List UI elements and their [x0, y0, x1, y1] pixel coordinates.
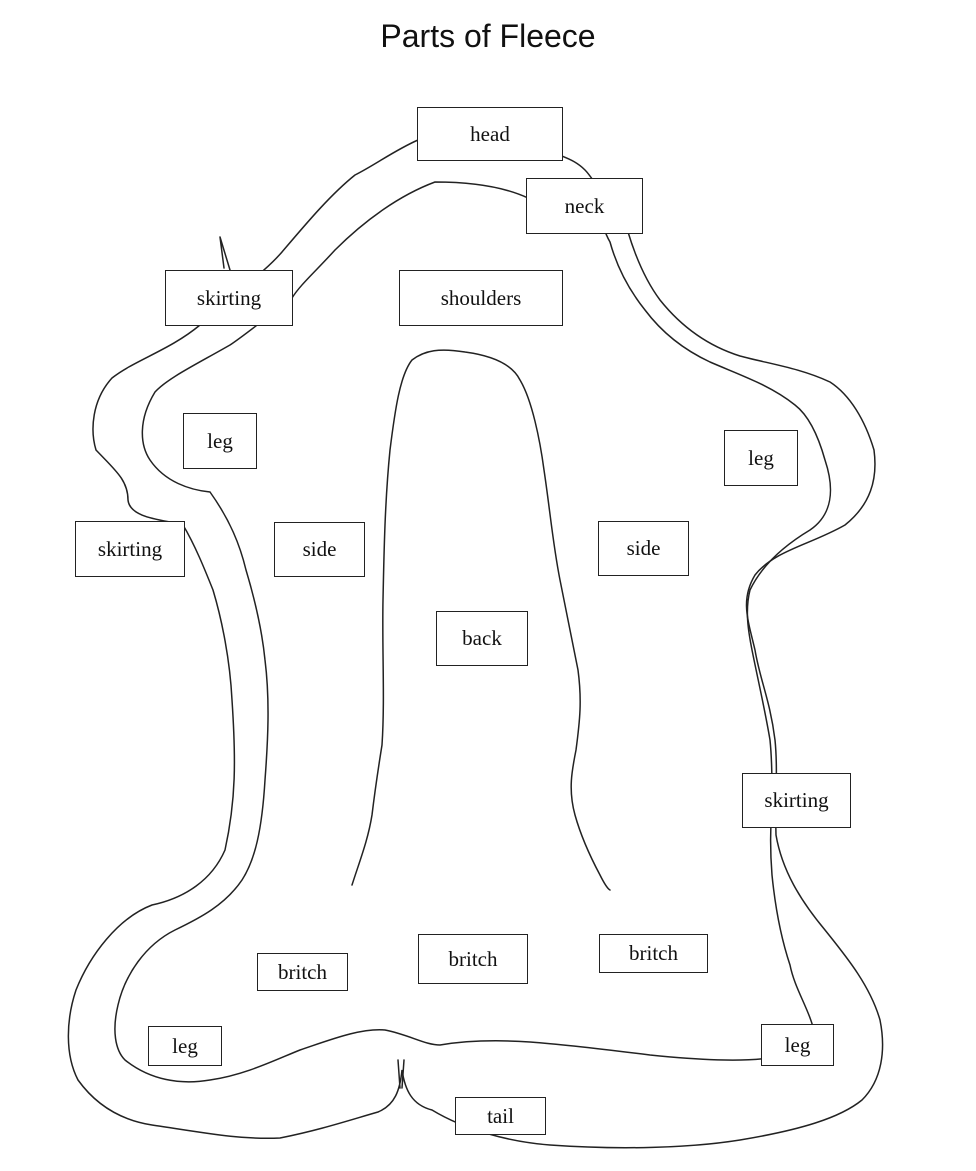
label-side-right: side [598, 521, 689, 576]
label-neck: neck [526, 178, 643, 234]
label-britch-right: britch [599, 934, 708, 973]
tail-notch-line [397, 1059, 405, 1089]
label-back: back [436, 611, 528, 666]
label-leg-lower-left: leg [148, 1026, 222, 1066]
diagram-title: Parts of Fleece [380, 18, 596, 54]
label-shoulders: shoulders [399, 270, 563, 326]
label-head: head [417, 107, 563, 161]
spike-mark [219, 236, 231, 271]
label-skirting-right: skirting [742, 773, 851, 828]
label-britch-left: britch [257, 953, 348, 991]
label-skirting-top-left: skirting [165, 270, 293, 326]
label-skirting-left: skirting [75, 521, 185, 577]
label-britch-center: britch [418, 934, 528, 984]
outer-edge-line [67, 139, 884, 1149]
label-leg-upper-right: leg [724, 430, 798, 486]
inner-edge-line [114, 181, 832, 1083]
label-leg-lower-right: leg [761, 1024, 834, 1066]
label-leg-upper-left: leg [183, 413, 257, 469]
back-region-line [351, 349, 611, 891]
label-tail: tail [455, 1097, 546, 1135]
label-side-left: side [274, 522, 365, 577]
